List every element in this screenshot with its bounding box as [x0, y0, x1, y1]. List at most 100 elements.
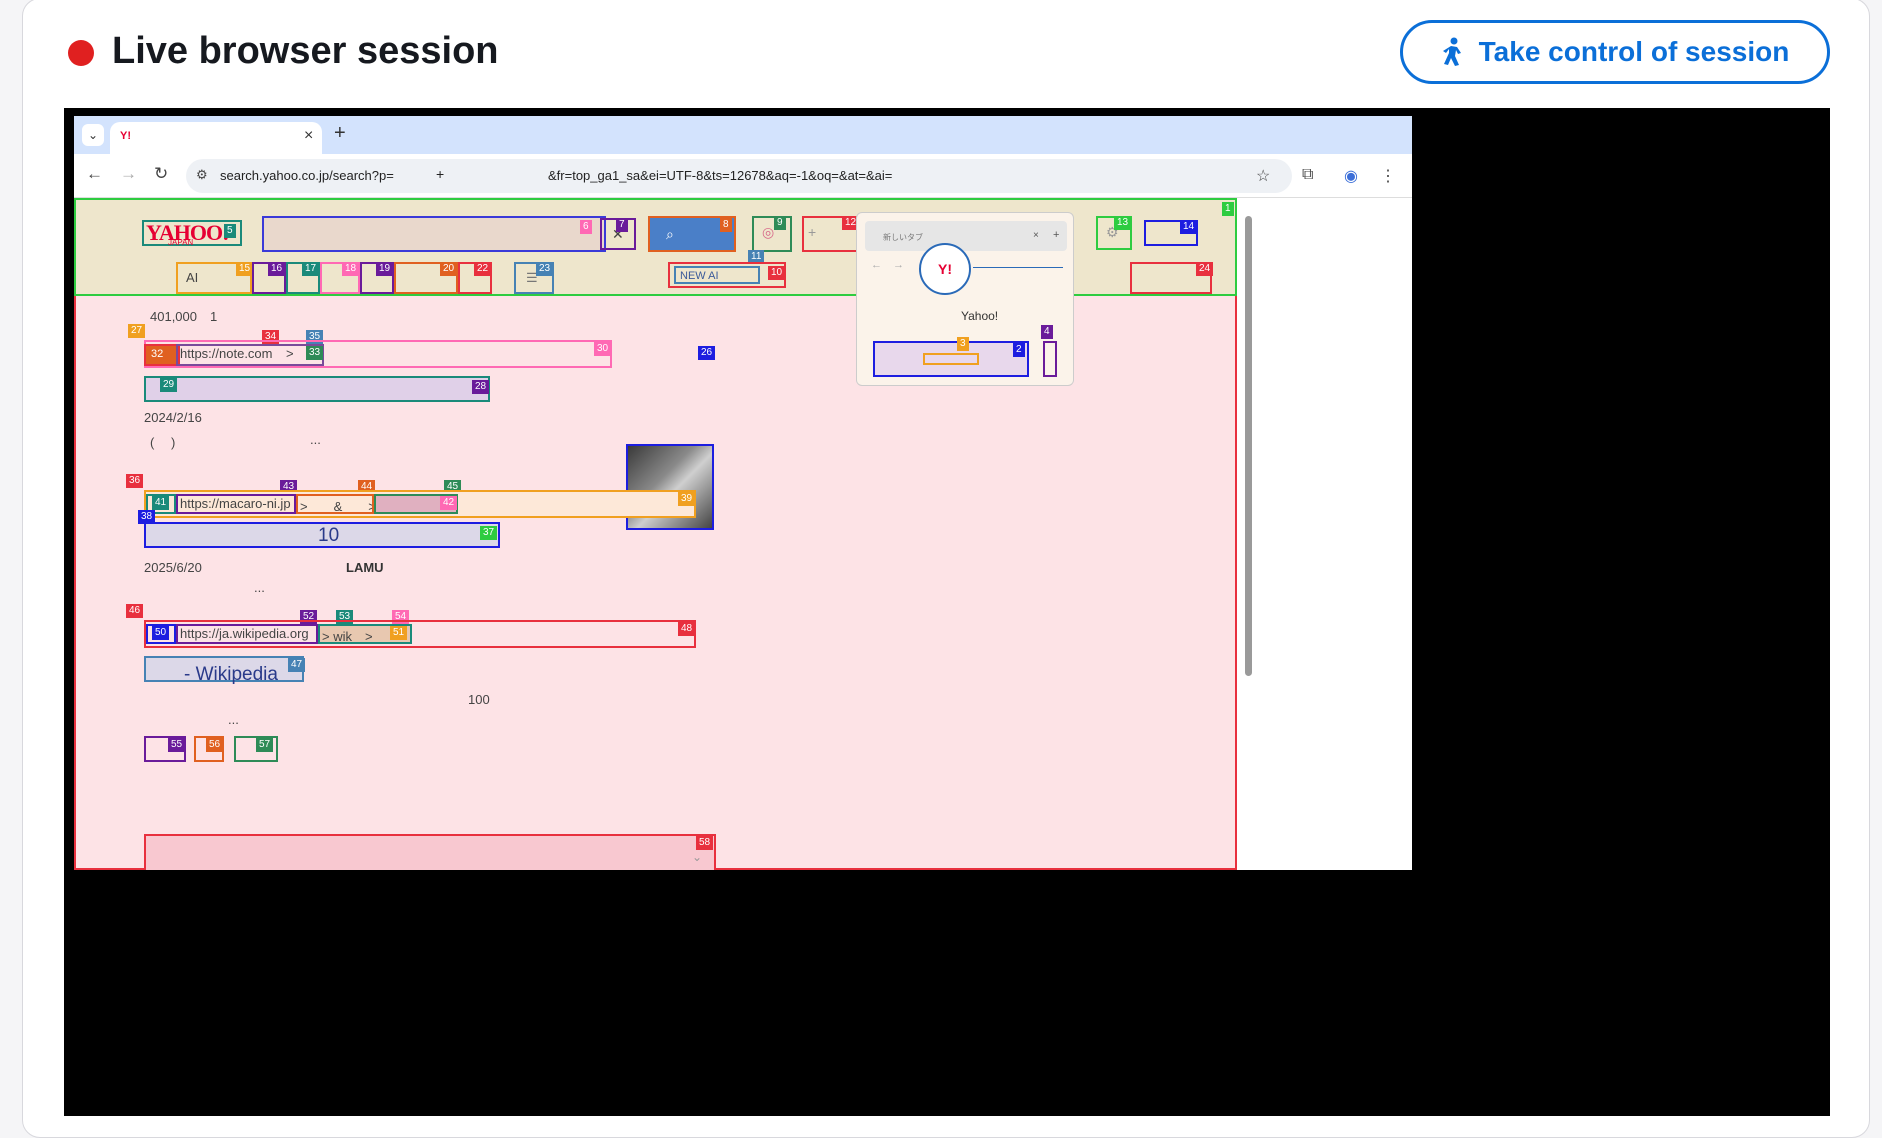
popup-action-button[interactable] [873, 341, 1029, 377]
popup-back-icon: ← [871, 259, 882, 271]
reload-icon[interactable]: ↻ [154, 164, 169, 183]
result-3-ellipsis: ... [228, 712, 239, 727]
search-icon: ⌕ [666, 226, 674, 242]
marker-4: 4 [1041, 325, 1053, 339]
page-viewport: 1 YAHOO! JAPAN 5 6 ✕ 7 ⌕ 8 ◎ 9 11 + 12 ⚙… [74, 198, 1412, 870]
tab-search-icon[interactable]: ⌄ [82, 124, 104, 146]
tab-bar: ⌄ Y! × + [74, 116, 1412, 154]
popup-close-icon: × [1033, 230, 1039, 241]
popup-plus-icon: + [1053, 229, 1060, 241]
marker-33: 33 [306, 346, 324, 360]
tab-20[interactable] [394, 262, 458, 294]
marker-23: 23 [536, 262, 554, 276]
profile-icon[interactable]: ◉ [1344, 168, 1358, 185]
marker-19: 19 [376, 262, 394, 276]
bookmark-star-icon[interactable]: ☆ [1256, 168, 1271, 185]
live-indicator [68, 40, 94, 66]
browser-tab[interactable]: Y! × [110, 122, 322, 154]
result-3-crumb-box[interactable] [318, 624, 412, 644]
take-control-label: Take control of session [1478, 36, 1790, 67]
url-text: search.yahoo.co.jp/search?p= [220, 168, 394, 183]
marker-6: 6 [580, 220, 592, 234]
filter-button[interactable]: ☰ [514, 262, 554, 294]
result-3-url-box[interactable] [176, 624, 318, 644]
new-ai-banner[interactable]: NEW AI [668, 262, 786, 288]
marker-47: 47 [288, 658, 306, 672]
take-control-button[interactable]: Take control of session [1400, 20, 1830, 84]
marker-26: 26 [698, 346, 716, 360]
site-info-icon[interactable]: ⚙ [196, 167, 208, 182]
marker-17: 17 [302, 262, 320, 276]
search-input[interactable] [262, 216, 606, 252]
result-2-url-box[interactable] [176, 494, 296, 514]
popup-tab-bar: 新しいタブ × + [865, 221, 1067, 251]
result-2-url: https://macaro-ni.jp [180, 496, 291, 511]
menu-kebab-icon[interactable]: ⋮ [1380, 168, 1396, 185]
marker-13: 13 [1114, 216, 1132, 230]
new-ai-badge: NEW AI [674, 266, 760, 284]
page-scrollbar[interactable] [1240, 198, 1256, 870]
new-ai-label: NEW AI [680, 270, 719, 282]
marker-10: 10 [768, 266, 786, 280]
marker-41: 41 [152, 496, 170, 510]
scrollbar-thumb[interactable] [1245, 216, 1252, 676]
forward-icon[interactable]: → [120, 164, 137, 183]
plus-icon: + [808, 224, 817, 240]
result-1-url-box[interactable] [176, 344, 324, 366]
result-2-title: 10 [318, 525, 340, 546]
ai-assist-button[interactable]: ◎ [752, 216, 792, 252]
address-bar[interactable]: ⚙ search.yahoo.co.jp/search?p= + &fr=top… [186, 159, 1292, 193]
browser-window: ⌄ Y! × + ← → ↻ ⚙ search.yahoo.co.jp/sear… [74, 116, 1412, 870]
marker-46: 46 [126, 604, 144, 618]
new-tab-preview-popup[interactable]: 新しいタブ × + ← → Y! Yahoo! 2 3 4 [856, 212, 1074, 386]
result-3-title: - Wikipedia [146, 664, 278, 685]
result-1-url: https://note.com [180, 346, 273, 361]
marker-28: 28 [472, 380, 490, 394]
logo-sub: JAPAN [168, 238, 194, 247]
result-3-count: 100 [468, 692, 490, 707]
page-title: Live browser session [112, 30, 499, 72]
marker-9: 9 [774, 216, 786, 230]
marker-42: 42 [440, 496, 458, 510]
tab-ai-label: AI [186, 270, 199, 285]
extensions-icon[interactable]: ⧉ [1302, 166, 1314, 183]
new-tab-icon[interactable]: + [334, 122, 346, 144]
result-2-heading[interactable]: 10 [144, 522, 500, 548]
result-3-heading[interactable]: - Wikipedia [144, 656, 304, 685]
marker-36: 36 [126, 474, 144, 488]
marker-5: 5 [224, 224, 236, 238]
result-1-heading[interactable] [144, 376, 490, 402]
marker-7: 7 [616, 218, 628, 232]
marker-14: 14 [1180, 220, 1198, 234]
marker-11: 11 [748, 250, 765, 264]
popup-side-button[interactable] [1043, 341, 1057, 377]
tab-18[interactable] [320, 262, 360, 294]
browser-toolbar: ← → ↻ ⚙ search.yahoo.co.jp/search?p= + &… [74, 154, 1412, 198]
marker-2: 2 [1013, 343, 1025, 357]
marker-12: 12 [842, 216, 860, 230]
tab-close-icon[interactable]: × [304, 127, 314, 144]
result-1-ellipsis: ... [310, 432, 321, 447]
marker-15: 15 [236, 262, 254, 276]
marker-16: 16 [268, 262, 286, 276]
marker-32: 32 [151, 348, 164, 360]
area-24[interactable] [1130, 262, 1212, 294]
result-1-crumb: > [286, 346, 294, 361]
result-3-crumb: > wik > [322, 629, 373, 644]
related-link-57[interactable] [234, 736, 278, 762]
marker-24: 24 [1196, 262, 1214, 276]
marker-48: 48 [678, 622, 696, 636]
more-results-button[interactable]: ⌄ [144, 834, 716, 870]
result-3-favicon [146, 624, 176, 644]
result-2-crumb-1[interactable] [296, 494, 374, 514]
yahoo-logo[interactable]: YAHOO! [142, 220, 242, 246]
tab-ai[interactable]: AI [176, 262, 252, 294]
back-icon[interactable]: ← [86, 164, 103, 183]
marker-1: 1 [1222, 202, 1234, 216]
marker-37: 37 [480, 526, 498, 540]
person-walking-icon [1442, 37, 1461, 66]
result-2-crumb: > & > [300, 499, 376, 514]
marker-8: 8 [720, 218, 732, 232]
marker-3: 3 [957, 337, 969, 351]
popup-yahoo-icon: Y! [919, 243, 971, 295]
